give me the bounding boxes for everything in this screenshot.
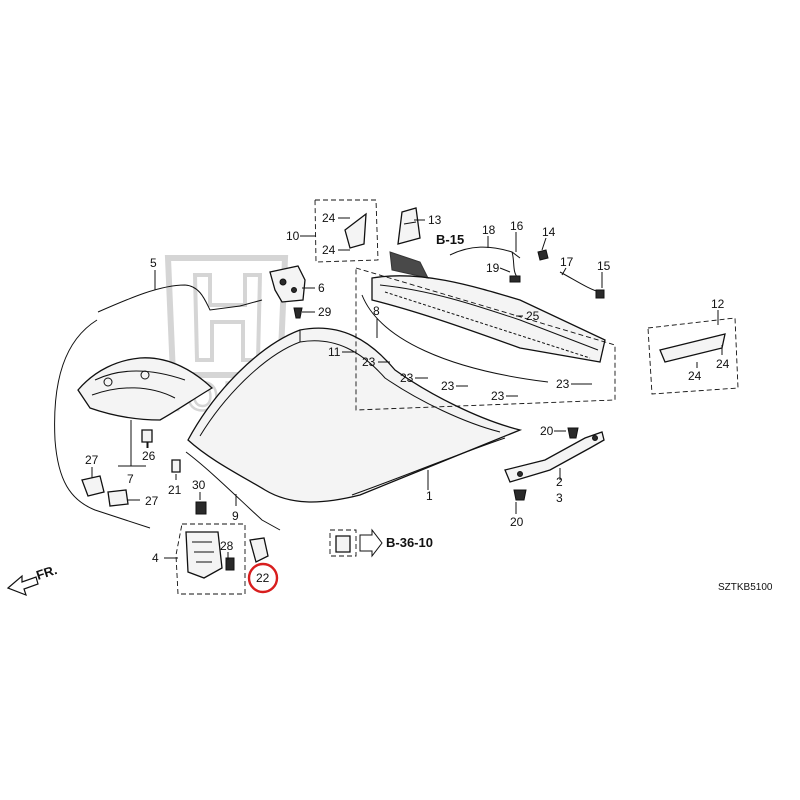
label-2: 2 [556,475,563,489]
leader-lines [91,217,723,560]
label-21: 21 [168,483,182,497]
cowl-seal [397,207,421,245]
label-23a: 23 [362,355,376,369]
washer-tubes [449,246,605,299]
label-24c: 24 [688,369,702,383]
label-17: 17 [560,255,574,269]
label-12: 12 [711,297,725,311]
label-16: 16 [510,219,524,233]
front-arrow-icon [6,574,39,597]
label-15: 15 [597,259,611,273]
label-4: 4 [152,551,159,565]
label-13: 13 [428,213,442,227]
reference-b15: B-15 [436,232,464,247]
label-27a: 27 [85,453,99,467]
hood-lock-assembly [175,523,269,595]
front-indicator-text: FR. [34,562,59,583]
hood-insulator [77,357,214,421]
cowl-top-panel [355,251,616,411]
label-23e: 23 [556,377,570,391]
label-24a: 24 [322,211,336,225]
label-23d: 23 [491,389,505,403]
label-14: 14 [542,225,556,239]
label-26: 26 [142,449,156,463]
left-fasteners [81,429,281,531]
label-29: 29 [318,305,332,319]
label-24b: 24 [322,243,336,257]
hood-hinge [269,265,306,319]
label-5: 5 [150,256,157,270]
highlight-circle [247,562,279,594]
label-28: 28 [220,539,234,553]
hood-panel [187,327,523,503]
label-10: 10 [286,229,300,243]
label-23c: 23 [441,379,455,393]
label-7: 7 [127,472,134,486]
hood-release-cable [54,284,263,529]
cowl-bracket-group [314,199,379,263]
reference-b36-box [329,528,383,558]
label-30: 30 [192,478,206,492]
label-1: 1 [426,489,433,503]
label-24d: 24 [716,357,730,371]
label-9: 9 [232,509,239,523]
label-3: 3 [556,491,563,505]
label-8: 8 [373,304,380,318]
label-22: 22 [256,571,270,585]
label-25: 25 [526,309,540,323]
diagram-code: SZTKB5100 [718,582,773,593]
label-27b: 27 [145,494,159,508]
label-11: 11 [328,345,341,359]
label-23b: 23 [400,371,414,385]
label-20a: 20 [540,424,554,438]
label-18: 18 [482,223,496,237]
callout-labels: 1 2 3 4 5 6 7 8 9 10 11 12 13 14 15 16 1… [34,211,773,593]
label-6: 6 [318,281,325,295]
label-19: 19 [486,261,500,275]
hood-support-bracket [504,427,605,501]
label-20b: 20 [510,515,524,529]
reference-b36-10: B-36-10 [386,535,433,550]
